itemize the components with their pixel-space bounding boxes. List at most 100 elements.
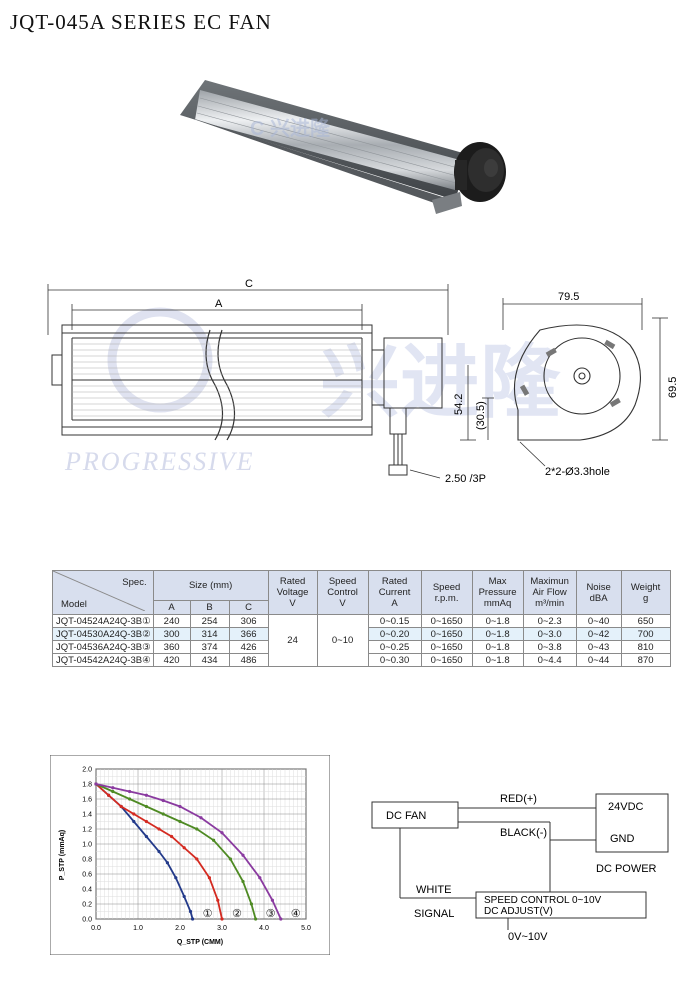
signal-label: SIGNAL (414, 908, 454, 920)
data-point (258, 876, 262, 880)
data-point (178, 804, 182, 809)
col-a-header: A (152, 600, 191, 615)
y-tick-label: 1.2 (82, 827, 92, 834)
dim-width: 79.5 (558, 291, 579, 303)
dim-c-label: C (245, 278, 253, 290)
data-point (212, 838, 216, 842)
table-row: JQT-04542A24Q-3B④ 420 434 486 0~0.30 0~1… (52, 653, 671, 667)
col-c-header: C (228, 600, 269, 615)
y-axis-label: P_STP (mmAq) (59, 830, 66, 880)
data-point (94, 782, 98, 786)
data-point (220, 917, 224, 921)
data-point (119, 804, 123, 809)
wire-note: 2.50 /3P (445, 473, 486, 485)
y-tick-label: 1.8 (82, 782, 92, 789)
svg-text:C 兴进隆: C 兴进隆 (250, 116, 331, 140)
y-tick-label: 2.0 (82, 767, 92, 774)
data-point (111, 786, 115, 790)
data-point (195, 827, 199, 831)
data-point (107, 793, 111, 797)
data-point (228, 857, 232, 861)
white-wire-label: WHITE (416, 884, 451, 896)
dc-fan-label: DC FAN (386, 810, 426, 822)
data-point (254, 917, 258, 921)
table-row: JQT-04524A24Q-3B① 240 254 306 24 0~10 0~… (52, 614, 671, 667)
curve-label-4: ④ (291, 907, 301, 920)
data-point (165, 861, 169, 865)
data-point (128, 797, 132, 801)
size-header: Size (mm) (152, 570, 269, 601)
hole-note: 2*2-Ø3.3hole (545, 466, 610, 478)
dim-54: 54.2 (453, 394, 465, 415)
wiring-diagram: DC FAN RED(+) BLACK(-) 24VDC GND DC POWE… (371, 793, 669, 943)
y-tick-label: 0.6 (82, 872, 92, 879)
dimension-drawing: 兴进隆 PROGRESSIVE C A (47, 278, 679, 485)
data-point (157, 827, 161, 831)
data-point (144, 804, 148, 809)
data-point (182, 894, 186, 899)
speed-control-label: SPEED CONTROL 0~10V (484, 895, 602, 906)
x-tick-label: 2.0 (175, 925, 185, 932)
curve-label-3: ③ (266, 907, 276, 920)
data-point (170, 834, 174, 839)
control-value: 0~10 (316, 614, 369, 667)
data-point (132, 819, 136, 824)
dim-a-label: A (215, 298, 223, 310)
dim-30: (30.5) (475, 401, 487, 430)
data-point (161, 812, 165, 816)
x-tick-label: 4.0 (259, 925, 269, 932)
y-tick-label: 1.4 (82, 812, 92, 819)
data-point (132, 812, 136, 816)
table-row: JQT-04530A24Q-3B② 300 314 366 0~0.20 0~1… (52, 627, 671, 641)
curve-label-1: ① (203, 907, 213, 920)
data-point (270, 898, 274, 902)
data-point (157, 849, 161, 854)
dc-power-label: DC POWER (596, 863, 657, 875)
red-wire-label: RED(+) (500, 793, 537, 805)
data-point (249, 902, 253, 906)
y-tick-label: 0.4 (82, 887, 92, 894)
x-axis-label: Q_STP (CMM) (177, 939, 223, 946)
gnd-label: GND (610, 833, 635, 845)
series-line-3 (95, 783, 257, 920)
spec-model-header: Spec. Model (52, 570, 154, 615)
data-point (195, 857, 199, 861)
x-tick-label: 1.0 (133, 925, 143, 932)
series-line-2 (95, 783, 223, 920)
data-point (174, 876, 178, 880)
fan-photo: C 兴进隆 (180, 80, 506, 214)
data-point (241, 879, 245, 884)
header-diagonal (53, 571, 145, 611)
svg-text:兴进隆: 兴进隆 (320, 338, 561, 427)
col-b-header: B (189, 600, 230, 615)
x-tick-label: 5.0 (301, 925, 311, 932)
y-tick-label: 1.0 (82, 842, 92, 849)
data-point (207, 876, 211, 880)
range-label: 0V~10V (508, 931, 548, 943)
dc-adjust-label: DC ADJUST(V) (484, 906, 553, 917)
y-tick-label: 0.0 (82, 917, 92, 924)
x-tick-label: 3.0 (217, 925, 227, 932)
data-point (144, 834, 148, 839)
data-point (111, 789, 115, 794)
black-wire-label: BLACK(-) (500, 827, 547, 839)
series-line-4 (95, 783, 282, 920)
data-point (182, 846, 186, 850)
data-point (188, 909, 193, 914)
brand-watermark: PROGRESSIVE (64, 447, 255, 476)
y-tick-label: 1.6 (82, 797, 92, 804)
data-point (178, 819, 182, 824)
data-point (128, 789, 132, 794)
y-tick-label: 0.2 (82, 902, 92, 909)
data-point (144, 793, 148, 797)
data-point (161, 798, 165, 803)
